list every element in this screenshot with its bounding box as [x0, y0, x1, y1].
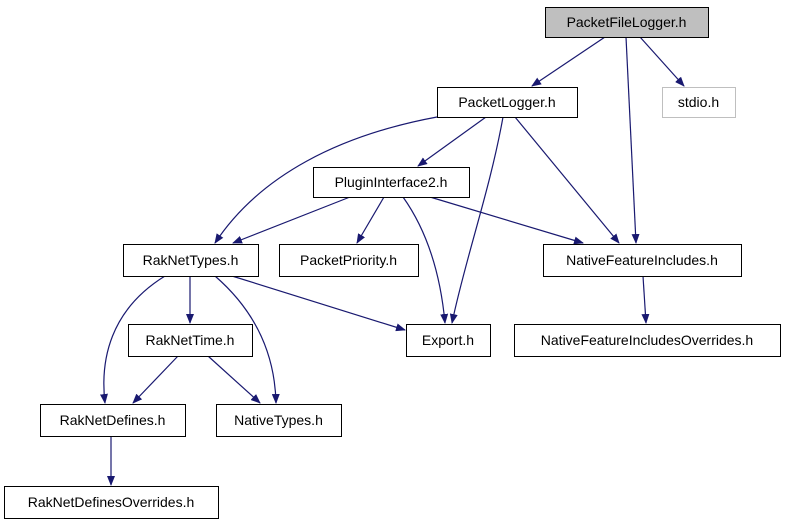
node-raknettypes[interactable]: RakNetTypes.h	[123, 244, 259, 277]
node-box	[279, 244, 419, 277]
node-box	[514, 324, 781, 357]
edge-packetfilelogger-to-stdio	[639, 36, 685, 87]
edges-layer	[99, 36, 685, 486]
node-box	[128, 324, 253, 357]
node-label: PluginInterface2.h	[335, 174, 448, 190]
edge-raknettypes-to-export	[231, 275, 406, 332]
node-packetfilelogger[interactable]: PacketFileLogger.h	[545, 7, 709, 38]
node-nativefeatureincludes[interactable]: NativeFeatureIncludes.h	[543, 244, 742, 277]
node-label: NativeFeatureIncludes.h	[566, 252, 718, 268]
node-box	[4, 486, 219, 519]
edge-packetlogger-to-export	[449, 116, 504, 324]
edge-raknettime-to-nativetypes	[207, 355, 261, 404]
node-packetlogger[interactable]: PacketLogger.h	[437, 87, 578, 118]
edge-plugininterface2-to-packetpriority	[356, 196, 385, 244]
node-packetpriority[interactable]: PacketPriority.h	[279, 244, 419, 277]
node-box	[40, 404, 186, 437]
node-raknetdefinesoverrides[interactable]: RakNetDefinesOverrides.h	[4, 486, 219, 519]
edge-packetfilelogger-to-nativefeatureincludes	[625, 36, 640, 244]
edge-plugininterface2-to-export	[402, 196, 449, 324]
node-label: PacketFileLogger.h	[567, 14, 687, 30]
node-box	[216, 404, 342, 437]
node-box	[543, 244, 742, 277]
node-label: Export.h	[422, 332, 474, 348]
node-label: stdio.h	[678, 94, 719, 110]
node-label: RakNetTime.h	[146, 332, 235, 348]
node-plugininterface2[interactable]: PluginInterface2.h	[313, 167, 470, 198]
node-label: PacketPriority.h	[300, 252, 397, 268]
node-box	[545, 7, 709, 38]
node-box	[123, 244, 259, 277]
edge-packetfilelogger-to-packetlogger	[531, 36, 606, 87]
edge-raknettypes-to-raknetdefines	[99, 275, 166, 404]
node-box	[406, 324, 491, 357]
node-box	[662, 87, 736, 118]
edge-plugininterface2-to-raknettypes	[232, 196, 351, 244]
edge-plugininterface2-to-nativefeatureincludes	[429, 196, 584, 245]
edge-packetlogger-to-plugininterface2	[417, 116, 487, 167]
edge-raknettime-to-raknetdefines	[132, 355, 179, 404]
edge-nativefeatureincludes-to-nativefeatureincludesoverrides	[641, 275, 650, 324]
edge-packetlogger-to-raknettypes	[214, 116, 438, 244]
edge-raknettypes-to-nativetypes	[214, 275, 280, 404]
node-label: RakNetDefinesOverrides.h	[28, 494, 195, 510]
node-raknetdefines[interactable]: RakNetDefines.h	[40, 404, 186, 437]
node-label: NativeTypes.h	[234, 412, 323, 428]
node-export[interactable]: Export.h	[406, 324, 491, 357]
node-label: NativeFeatureIncludesOverrides.h	[541, 332, 753, 348]
node-stdio: stdio.h	[662, 87, 736, 118]
node-label: RakNetDefines.h	[60, 412, 166, 428]
node-label: PacketLogger.h	[458, 94, 555, 110]
node-nativetypes[interactable]: NativeTypes.h	[216, 404, 342, 437]
node-box	[437, 87, 578, 118]
node-box	[313, 167, 470, 198]
edge-packetlogger-to-nativefeatureincludes	[514, 116, 620, 244]
node-label: RakNetTypes.h	[143, 252, 239, 268]
node-raknettime[interactable]: RakNetTime.h	[128, 324, 253, 357]
node-nativefeatureincludesoverrides[interactable]: NativeFeatureIncludesOverrides.h	[514, 324, 781, 357]
